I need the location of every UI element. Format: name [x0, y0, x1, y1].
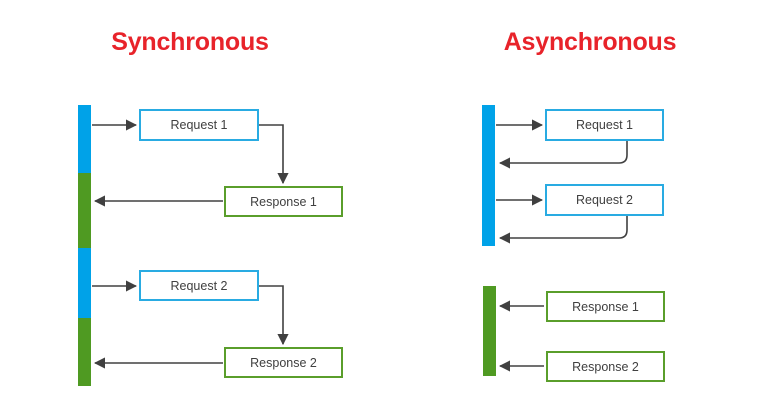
async-response-1-label: Response 1: [572, 299, 639, 314]
async-lifeline-requests: [482, 105, 495, 246]
async-request-1-box[interactable]: Request 1: [545, 109, 664, 141]
asynchronous-panel-title: Asynchronous: [503, 28, 677, 56]
sync-request-1-box[interactable]: Request 1: [139, 109, 259, 141]
async-response-2-box[interactable]: Response 2: [546, 351, 665, 382]
async-response-1-box[interactable]: Response 1: [546, 291, 665, 322]
arrow-sync-request-2-to-response-2: [259, 285, 289, 346]
sync-response-1-label: Response 1: [250, 194, 317, 209]
async-lifeline-responses: [483, 286, 496, 376]
sync-request-2-box[interactable]: Request 2: [139, 270, 259, 301]
sync-lifeline-segment-green-2: [78, 318, 91, 386]
async-response-2-label: Response 2: [572, 359, 639, 374]
sync-response-2-box[interactable]: Response 2: [224, 347, 343, 378]
arrow-sync-request-1-to-response-1: [259, 124, 289, 185]
arrow-async-request-1-return: [498, 141, 628, 169]
sync-lifeline-segment-blue-2: [78, 248, 91, 318]
sync-request-1-label: Request 1: [170, 118, 228, 132]
async-request-1-label: Request 1: [576, 118, 633, 132]
async-request-2-label: Request 2: [576, 193, 633, 207]
async-request-2-box[interactable]: Request 2: [545, 184, 664, 216]
sync-lifeline-segment-green-1: [78, 173, 91, 248]
arrow-async-request-2-return: [498, 216, 628, 244]
sync-request-2-label: Request 2: [170, 278, 228, 293]
sync-lifeline: [78, 105, 91, 386]
synchronous-panel-title: Synchronous: [111, 28, 269, 56]
sync-lifeline-segment-blue-1: [78, 105, 91, 173]
sync-response-1-box[interactable]: Response 1: [224, 186, 343, 217]
sync-response-2-label: Response 2: [250, 355, 317, 370]
